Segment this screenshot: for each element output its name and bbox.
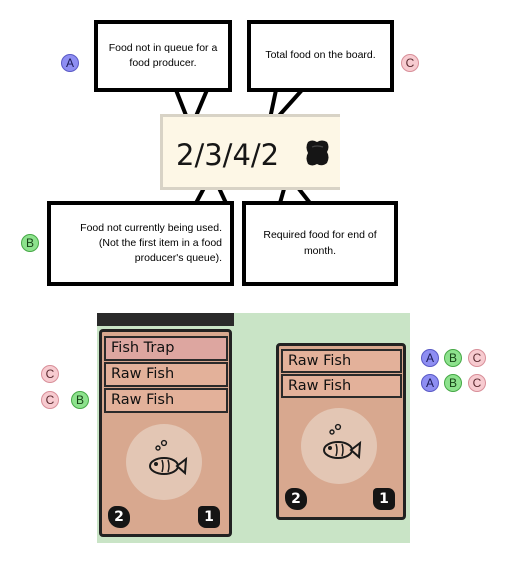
badge-a: A [421, 374, 439, 392]
card-label-raw-fish: Raw Fish [281, 349, 402, 373]
callout-c: Total food on the board. [247, 20, 394, 92]
callout-a: Food not in queue for a food producer. [94, 20, 232, 92]
badge-a: A [421, 349, 439, 367]
badge-c: C [468, 374, 486, 392]
callout-d: Required food for end of month. [242, 201, 398, 286]
callout-b-text: Food not currently being used. (Not the … [80, 221, 222, 265]
card-label-fish-trap: Fish Trap [104, 336, 228, 361]
badge-c: C [41, 365, 59, 383]
cost-badge: 2 [108, 506, 130, 528]
badge-a: A [61, 54, 79, 72]
fish-icon [323, 423, 362, 460]
callout-a-text: Food not in queue for a food producer. [108, 41, 218, 69]
fish-trap-card[interactable]: Fish Trap Raw Fish Raw Fish 2 1 [99, 329, 232, 537]
food-icon [306, 140, 329, 166]
badge-b: B [444, 374, 462, 392]
badge-c: C [401, 54, 419, 72]
value-badge: 1 [373, 488, 395, 510]
callout-b: Food not currently being used. (Not the … [47, 201, 234, 286]
callout-d-text: Required food for end of month. [263, 229, 377, 257]
badge-c: C [41, 391, 59, 409]
badge-b: B [21, 234, 39, 252]
card-label-raw-fish: Raw Fish [281, 374, 402, 398]
fish-icon [149, 439, 188, 476]
food-counter-value: 2/3/4/2 [176, 138, 280, 172]
card-label-raw-fish: Raw Fish [104, 362, 228, 387]
badge-c: C [468, 349, 486, 367]
value-badge: 1 [198, 506, 220, 528]
card-shadow-strip [97, 313, 234, 326]
cost-badge: 2 [285, 488, 307, 510]
callout-c-text: Total food on the board. [265, 49, 376, 62]
badge-b: B [444, 349, 462, 367]
card-label-raw-fish: Raw Fish [104, 388, 228, 413]
badge-b: B [71, 391, 89, 409]
raw-fish-stack[interactable]: Raw Fish Raw Fish 2 1 [276, 343, 406, 520]
